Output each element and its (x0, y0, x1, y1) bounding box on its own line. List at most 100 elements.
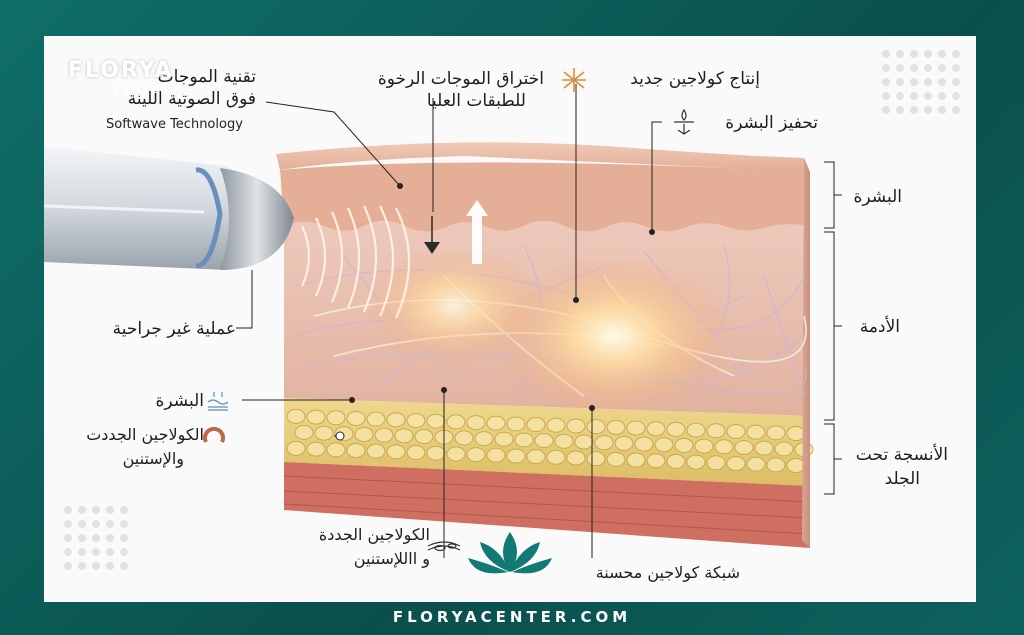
decorative-dot (882, 64, 890, 72)
fat-cell (546, 417, 566, 433)
fat-cell (306, 409, 326, 425)
fat-cell (514, 432, 534, 448)
fat-cell (634, 436, 654, 452)
fat-cell (494, 431, 514, 447)
decorative-dot (910, 78, 918, 86)
fat-cell (766, 457, 786, 473)
fat-cell (566, 418, 586, 434)
fat-cell (326, 410, 346, 426)
fat-cell (774, 441, 794, 457)
epidermis-layer-label: البشرة (853, 187, 903, 207)
dermis-layer-label: الأدمة (859, 317, 900, 337)
softwave-label-en: Softwave Technology (106, 117, 243, 132)
decorative-dots-top-right (882, 50, 960, 114)
decorative-dot (78, 548, 86, 556)
fat-cell (594, 435, 614, 451)
fat-cell (386, 412, 406, 428)
collagen-burst-icon (562, 68, 586, 92)
decorative-dot (896, 64, 904, 72)
fat-cell (626, 452, 646, 468)
decorative-dot (78, 562, 86, 570)
fat-cell (706, 455, 726, 471)
brand-logo[interactable]: FLORYA (68, 58, 174, 83)
fat-cell (374, 427, 394, 443)
fat-cell (766, 425, 786, 441)
decorative-dot (910, 106, 918, 114)
decorative-dot (952, 106, 960, 114)
fat-cell (486, 447, 506, 463)
decorative-dot (882, 78, 890, 86)
fat-cell (706, 423, 726, 439)
decorative-dot (924, 92, 932, 100)
fat-cell (414, 429, 434, 445)
energy-glow-secondary (364, 246, 544, 366)
decorative-dot (882, 106, 890, 114)
footer-website-url[interactable]: FLORYACENTER.COM (392, 608, 632, 626)
up-arrow-icon (466, 200, 488, 264)
penetration-label-line1: اختراق الموجات الرخوة (377, 69, 544, 89)
fat-cell (346, 442, 366, 458)
fat-cell (734, 439, 754, 455)
fat-cell (714, 439, 734, 455)
decorative-dot (92, 534, 100, 542)
decorative-dot (952, 64, 960, 72)
fat-cell (426, 413, 446, 429)
decorative-dot (92, 506, 100, 514)
decorative-dot (64, 534, 72, 542)
fat-cell (366, 443, 386, 459)
fat-cell (614, 435, 634, 451)
epidermis-layer (280, 162, 810, 232)
fat-cell (786, 458, 806, 474)
fat-cell (726, 455, 746, 471)
decorative-dot (64, 562, 72, 570)
fat-cell (506, 416, 526, 432)
new-collagen-label: إنتاج كولاجين جديد (630, 69, 760, 89)
fat-cell (286, 408, 306, 424)
fat-cell (526, 417, 546, 433)
decorative-dot (92, 548, 100, 556)
decorative-dot (64, 506, 72, 514)
down-arrow-icon (424, 216, 440, 254)
decorative-dot (938, 92, 946, 100)
fat-cell (754, 440, 774, 456)
decorative-dot (910, 50, 918, 58)
decorative-dot (910, 64, 918, 72)
lotus-logo-icon (468, 532, 552, 574)
decorative-dot (938, 78, 946, 86)
decorative-dot (938, 64, 946, 72)
decorative-dot (106, 562, 114, 570)
fat-cell (534, 433, 554, 449)
fiber-cells-icon (427, 541, 461, 552)
decorative-dot (896, 78, 904, 86)
decorative-dot (78, 534, 86, 542)
subcutis-label-line2: الجلد (884, 469, 920, 489)
decorative-dot (882, 50, 890, 58)
decorative-dot (896, 106, 904, 114)
decorative-dot (64, 548, 72, 556)
fat-cell (306, 441, 326, 457)
sound-waves (301, 205, 410, 319)
fat-cell (554, 433, 574, 449)
fat-cell (694, 438, 714, 454)
fat-cell (454, 430, 474, 446)
fat-cell (646, 421, 666, 437)
fat-cell (326, 442, 346, 458)
subcutis-label-line1: الأنسجة تحت (855, 445, 948, 465)
decorative-dot (106, 534, 114, 542)
decorative-dot (78, 520, 86, 528)
fat-cell (626, 420, 646, 436)
decorative-dot (938, 106, 946, 114)
fat-cell (406, 413, 426, 429)
fat-cell (686, 422, 706, 438)
energy-glow-main (494, 256, 734, 416)
fat-cell (526, 449, 546, 465)
renewed-collagen-line2: والإستنين (122, 449, 184, 468)
fat-cell (346, 410, 366, 426)
fat-cell (446, 446, 466, 462)
non-surgical-label: عملية غير جراحية (112, 319, 236, 339)
softwave-label-line1: تقنية الموجات (157, 67, 256, 87)
fat-cell (314, 425, 334, 441)
new-collagen-elastin-line2: و االلإستنين (353, 549, 430, 568)
decorative-dot (924, 78, 932, 86)
fat-cell (686, 454, 706, 470)
